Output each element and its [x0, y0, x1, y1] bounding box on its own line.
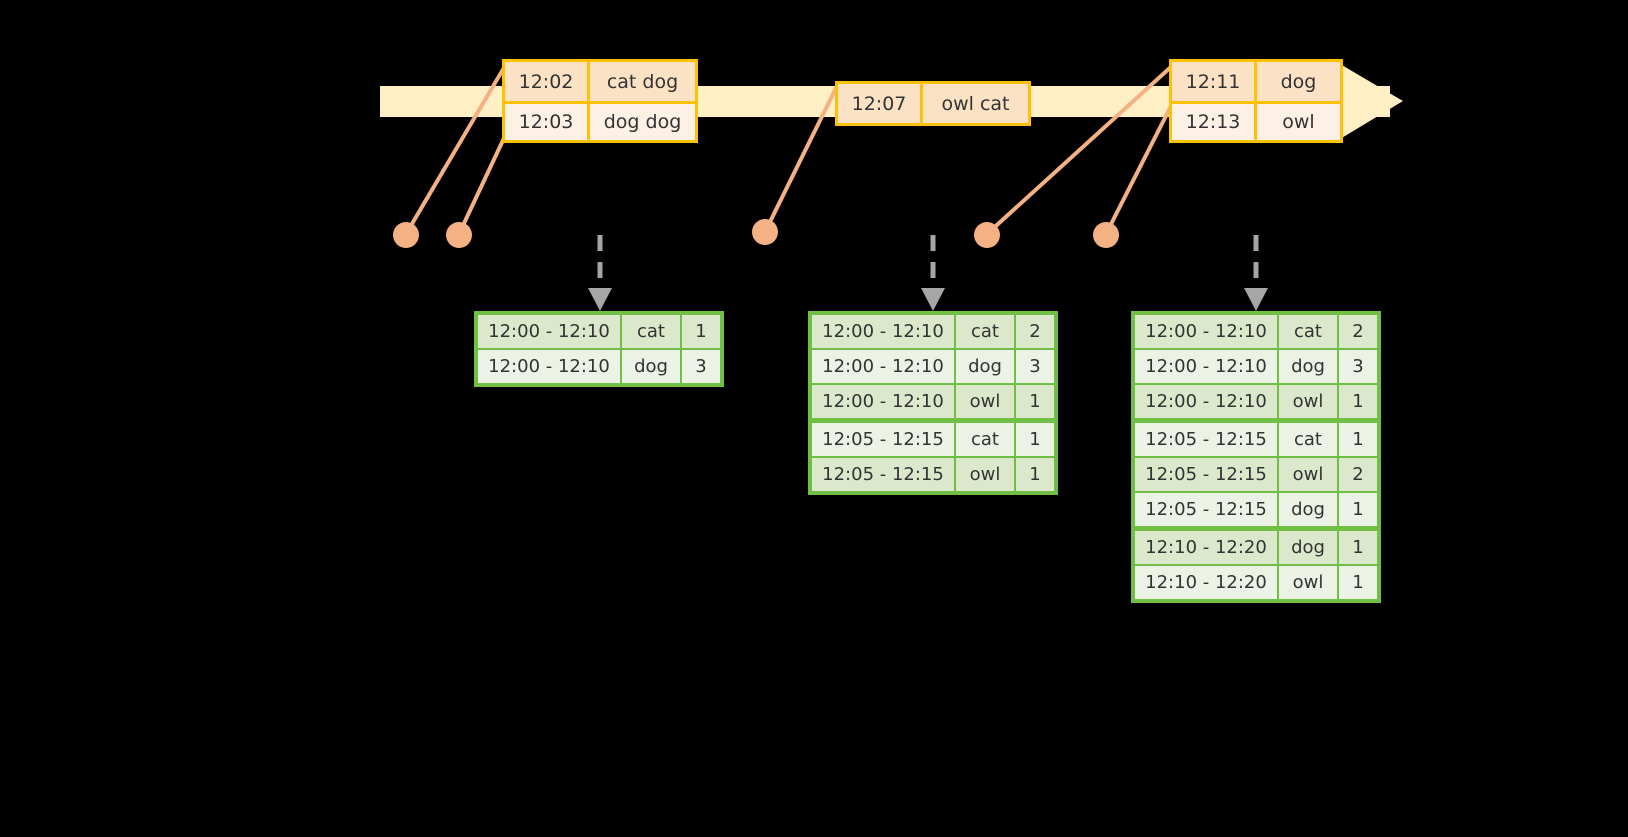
cell-key: cat: [1279, 315, 1337, 348]
cell-window: 12:00 - 12:10: [812, 385, 954, 418]
marker-1: [393, 222, 419, 248]
marker-5: [1093, 222, 1119, 248]
cell-window: 12:00 - 12:10: [1135, 350, 1277, 383]
cell-count: 1: [1016, 385, 1054, 418]
event-row[interactable]: 12:11 dog: [1172, 62, 1340, 101]
marker-dots: [393, 219, 1119, 248]
cell-key: owl: [1279, 458, 1337, 491]
cell-window: 12:00 - 12:10: [1135, 385, 1277, 418]
event-time: 12:02: [505, 62, 590, 101]
cell-count: 1: [1016, 458, 1054, 491]
cell-key: owl: [1279, 566, 1337, 599]
cell-window: 12:00 - 12:10: [478, 350, 620, 383]
event-row[interactable]: 12:02 cat dog: [505, 62, 695, 101]
cell-count: 1: [1016, 423, 1054, 456]
event-words: dog: [1280, 70, 1317, 93]
event-group-1[interactable]: 12:02 cat dog 12:03 dog dog: [502, 59, 698, 143]
dashed-arrow-3: [1244, 235, 1268, 311]
cell-window: 12:00 - 12:10: [812, 315, 954, 348]
dashed-arrow-1: [588, 235, 612, 311]
cell-count: 3: [1339, 350, 1377, 383]
cell-key: owl: [956, 385, 1014, 418]
cell-window: 12:10 - 12:20: [1135, 566, 1277, 599]
event-words: owl: [1282, 111, 1315, 133]
cell-count: 3: [1016, 350, 1054, 383]
cell-window: 12:05 - 12:15: [1135, 493, 1277, 526]
cell-key: dog: [1279, 493, 1337, 526]
cell-window: 12:00 - 12:10: [478, 315, 620, 348]
dashed-arrow-2: [921, 235, 945, 311]
event-row[interactable]: 12:07 owl cat: [838, 84, 1028, 123]
event-time: 12:11: [1172, 62, 1257, 101]
marker-4: [974, 222, 1000, 248]
connector-line-3: [763, 82, 840, 234]
cell-count: 1: [1339, 493, 1377, 526]
event-row[interactable]: 12:13 owl: [1172, 101, 1340, 140]
cell-window: 12:05 - 12:15: [812, 458, 954, 491]
cell-window: 12:05 - 12:15: [1135, 423, 1277, 456]
event-row[interactable]: 12:03 dog dog: [505, 101, 695, 140]
event-words: owl cat: [941, 92, 1010, 115]
cell-count: 2: [1016, 315, 1054, 348]
cell-count: 1: [1339, 566, 1377, 599]
event-time: 12:13: [1172, 104, 1257, 140]
cell-count: 3: [682, 350, 720, 383]
marker-2: [446, 222, 472, 248]
cell-window: 12:00 - 12:10: [1135, 315, 1277, 348]
cell-count: 1: [1339, 531, 1377, 564]
cell-key: owl: [956, 458, 1014, 491]
cell-key: dog: [1279, 531, 1337, 564]
cell-window: 12:05 - 12:15: [812, 423, 954, 456]
marker-3: [752, 219, 778, 245]
cell-key: cat: [1279, 423, 1337, 456]
dashed-arrows: [588, 235, 1268, 311]
cell-key: cat: [956, 423, 1014, 456]
cell-window: 12:10 - 12:20: [1135, 531, 1277, 564]
connector-line-1: [404, 64, 507, 236]
event-words: cat dog: [606, 70, 679, 93]
cell-count: 1: [1339, 423, 1377, 456]
cell-key: cat: [622, 315, 680, 348]
connector-line-2: [457, 134, 507, 236]
event-time: 12:03: [505, 104, 590, 140]
cell-key: dog: [956, 350, 1014, 383]
cell-key: dog: [1279, 350, 1337, 383]
cell-window: 12:00 - 12:10: [812, 350, 954, 383]
event-words: dog dog: [603, 111, 682, 133]
cell-count: 2: [1339, 458, 1377, 491]
cell-count: 2: [1339, 315, 1377, 348]
event-group-3[interactable]: 12:11 dog 12:13 owl: [1169, 59, 1343, 143]
cell-count: 1: [682, 315, 720, 348]
cell-window: 12:05 - 12:15: [1135, 458, 1277, 491]
cell-key: dog: [622, 350, 680, 383]
cell-key: owl: [1279, 385, 1337, 418]
event-time: 12:07: [838, 84, 923, 123]
cell-key: cat: [956, 315, 1014, 348]
connector-line-5: [1104, 102, 1174, 236]
cell-count: 1: [1339, 385, 1377, 418]
event-group-2[interactable]: 12:07 owl cat: [835, 81, 1031, 126]
